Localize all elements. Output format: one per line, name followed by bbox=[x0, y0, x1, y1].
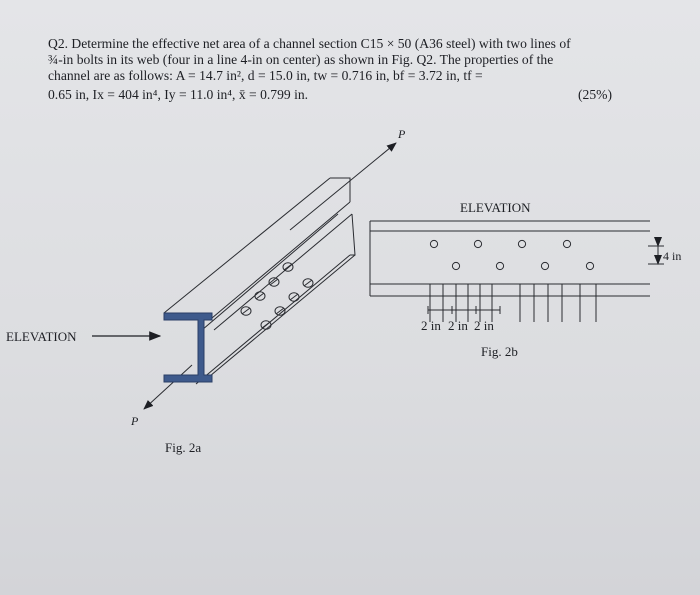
bolt-hole bbox=[495, 261, 505, 271]
question-line-1: Q2. Determine the effective net area of … bbox=[48, 36, 571, 51]
bolt-hole-mark bbox=[275, 307, 285, 315]
bolt-hole bbox=[540, 261, 550, 271]
spacing-label-3: 2 in bbox=[474, 318, 494, 333]
bolt-hole bbox=[268, 277, 280, 287]
bolt-hole bbox=[473, 239, 483, 249]
bolt-hole bbox=[562, 239, 572, 249]
bolt-hole bbox=[254, 291, 266, 301]
load-label-top: P bbox=[397, 127, 406, 141]
fig2b-drawing bbox=[369, 220, 664, 322]
bolt-hole-mark bbox=[255, 292, 265, 300]
question-line-2: ¾-in bolts in its web (four in a line 4-… bbox=[48, 52, 554, 67]
fig2b-caption: Fig. 2b bbox=[481, 344, 518, 359]
channel-far-end bbox=[330, 177, 356, 256]
dimension-label: 4 in bbox=[663, 249, 681, 263]
question-marks: (25%) bbox=[578, 87, 612, 102]
bolt-hole-mark bbox=[283, 263, 293, 271]
bolt-hole-mark bbox=[261, 321, 271, 329]
bolt-hole-mark bbox=[289, 293, 299, 301]
question-line-3: channel are as follows: A = 14.7 in², d … bbox=[48, 68, 483, 83]
load-arrow-bottom bbox=[143, 364, 193, 410]
bolt-hole bbox=[585, 261, 595, 271]
bolt-hole bbox=[451, 261, 461, 271]
fig2a-drawing bbox=[143, 142, 397, 410]
load-arrow-top bbox=[289, 142, 397, 231]
fig2a-caption: Fig. 2a bbox=[165, 440, 201, 455]
elevation-label: ELEVATION bbox=[6, 329, 77, 344]
spacing-label-1: 2 in bbox=[421, 318, 441, 333]
bolt-hole bbox=[260, 320, 272, 330]
question-line-4: 0.65 in, Ix = 404 in⁴, Iy = 11.0 in⁴, x̄… bbox=[48, 87, 309, 102]
channel-edge bbox=[209, 254, 356, 377]
bolt-hole bbox=[274, 306, 286, 316]
fig2b-title: ELEVATION bbox=[460, 200, 531, 215]
channel-edge bbox=[201, 213, 339, 331]
channel-cross-section bbox=[163, 312, 213, 383]
bolt-hole bbox=[282, 262, 294, 272]
channel-edge bbox=[211, 201, 351, 319]
bolt-hole bbox=[240, 306, 252, 316]
fig2a-bolt-holes bbox=[240, 262, 314, 330]
bolt-hole bbox=[517, 239, 527, 249]
channel-edge bbox=[163, 177, 331, 314]
spacing-label-2: 2 in bbox=[448, 318, 468, 333]
bolt-hole bbox=[288, 292, 300, 302]
load-label-bottom: P bbox=[130, 414, 139, 428]
bolt-hole-mark bbox=[269, 278, 279, 286]
bolt-hole bbox=[302, 278, 314, 288]
fig2b-bolt-holes bbox=[429, 239, 595, 271]
bolt-hole-mark bbox=[241, 307, 251, 315]
bolt-hole bbox=[429, 239, 439, 249]
channel-edge bbox=[195, 254, 351, 385]
channel-edge bbox=[213, 213, 353, 331]
bolt-hole-mark bbox=[303, 279, 313, 287]
